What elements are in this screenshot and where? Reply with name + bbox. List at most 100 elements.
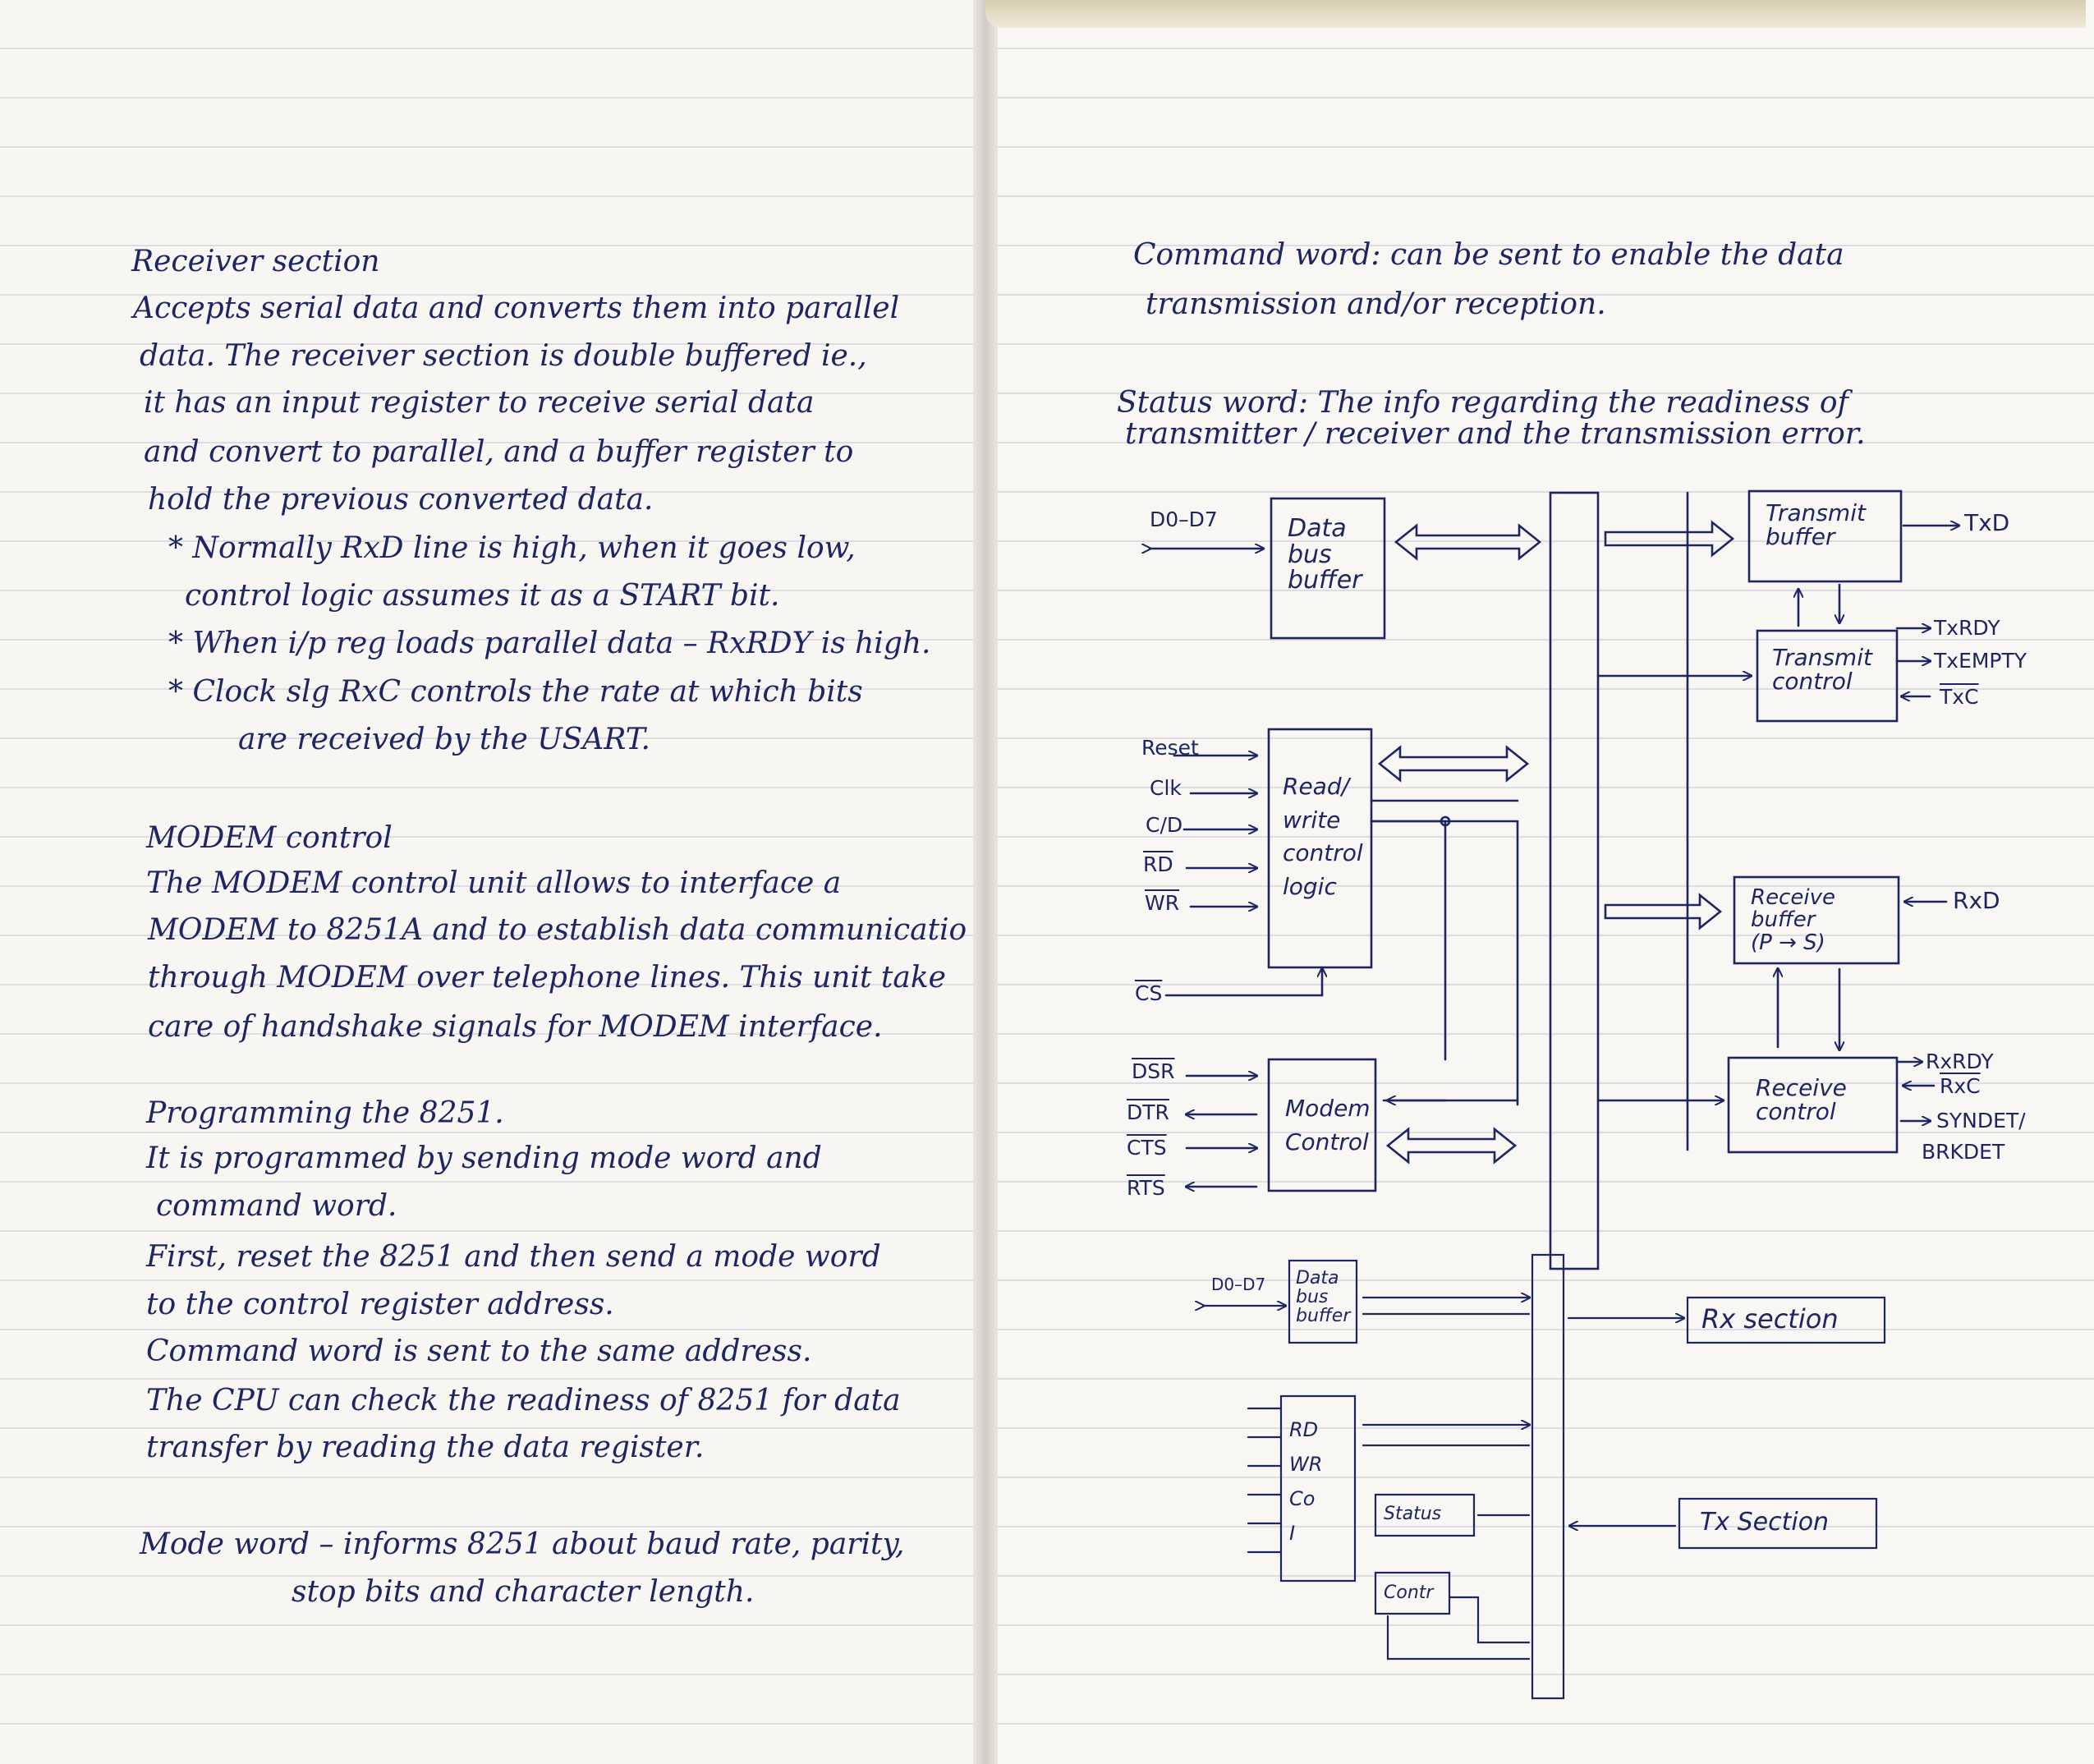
sketch-status-label: Status — [1384, 1504, 1442, 1524]
sketch-control-block — [1374, 1571, 1451, 1615]
sketch-tx-section-label: Tx Section — [1700, 1508, 1830, 1537]
data-bus-buffer-label-line-1: Data — [1288, 514, 1347, 543]
sketch-status-block — [1374, 1493, 1476, 1537]
sketch-data-bus-label: Data bus buffer — [1296, 1269, 1350, 1325]
pin-txempty: TxEMPTY — [1934, 649, 2027, 673]
pin-cts: CTS — [1127, 1136, 1167, 1160]
pin-txc: TxC — [1940, 685, 1979, 709]
right-notebook-page — [985, 0, 2094, 1764]
sketch-rx-section-label: Rx section — [1701, 1303, 1839, 1334]
pin-cd: C/D — [1146, 813, 1183, 837]
pin-rts: RTS — [1127, 1176, 1165, 1200]
sketch-data-bus-block — [1288, 1259, 1358, 1344]
sketch-rw-label: RD WR Co I — [1289, 1413, 1322, 1550]
modem-control-label-line-2: Control — [1285, 1128, 1369, 1155]
modem-line-3: through MODEM over telephone lines. This… — [148, 961, 946, 995]
command-word-line-2: transmission and/or reception. — [1146, 287, 1606, 321]
pin-brkdet: BRKDET — [1922, 1140, 2005, 1164]
receive-buffer-label-line-2: buffer — [1751, 907, 1816, 933]
read-write-label-line-2: write — [1283, 806, 1341, 834]
receive-control-label-line-2: control — [1756, 1098, 1836, 1126]
receive-control-block — [1727, 1056, 1899, 1154]
modem-control-heading: MODEM control — [146, 821, 393, 855]
receive-buffer-label-line-1: Receive — [1751, 885, 1835, 910]
receiver-bullet-1-cont: control logic assumes it as a START bit. — [185, 579, 780, 613]
programming-line-1: It is programmed by sending mode word an… — [146, 1142, 822, 1175]
programming-line-2: command word. — [156, 1189, 397, 1223]
programming-heading: Programming the 8251. — [146, 1096, 504, 1130]
programming-line-6: The CPU can check the readiness of 8251 … — [146, 1384, 901, 1417]
receive-control-label-line-1: Receive — [1756, 1074, 1847, 1101]
programming-line-7: transfer by reading the data register. — [146, 1431, 705, 1464]
sketch-rw-line-2: WR — [1289, 1453, 1323, 1476]
status-word-line-1: Status word: The info regarding the read… — [1117, 386, 1848, 420]
read-write-label-line-3: control — [1283, 839, 1363, 867]
transmit-buffer-label: Transmit buffer — [1766, 501, 1866, 549]
receiver-line-2: data. The receiver section is double buf… — [140, 339, 867, 373]
pin-rxd: RxD — [1953, 887, 2000, 914]
programming-line-4: to the control register address. — [146, 1288, 614, 1321]
pin-syndet: SYNDET/ — [1936, 1109, 2026, 1132]
transmit-control-block — [1756, 629, 1899, 723]
pin-dtr: DTR — [1127, 1100, 1169, 1124]
receiver-bullet-3-cont: are received by the USART. — [238, 723, 650, 756]
modem-control-label: Modem Control — [1285, 1092, 1371, 1159]
notebook-gutter — [973, 0, 998, 1764]
pin-txd: TxD — [1964, 509, 2010, 536]
receiver-line-4: and convert to parallel, and a buffer re… — [144, 435, 854, 469]
mode-word-line-1: Mode word – informs 8251 about baud rate… — [140, 1527, 905, 1561]
receive-buffer-block — [1733, 875, 1900, 965]
data-bus-buffer-label: Data bus buffer — [1288, 516, 1362, 594]
programming-line-5: Command word is sent to the same address… — [146, 1334, 812, 1368]
transmit-control-label-line-2: control — [1772, 668, 1853, 696]
receiver-line-3: it has an input register to receive seri… — [144, 386, 815, 420]
read-write-control-label: Read/ write control logic — [1283, 770, 1363, 903]
receiver-line-5: hold the previous converted data. — [148, 483, 654, 517]
command-word-line-1: Command word: can be sent to enable the … — [1133, 238, 1844, 272]
sketch-rw-line-4: I — [1289, 1522, 1296, 1545]
pin-reset: Reset — [1141, 736, 1199, 760]
sketch-rw-block — [1279, 1394, 1357, 1583]
transmit-buffer-block — [1747, 489, 1903, 583]
receive-buffer-label-line-3: (P → S) — [1751, 930, 1825, 955]
internal-bus — [1549, 491, 1600, 1270]
receive-control-label: Receive control — [1756, 1076, 1847, 1124]
status-word-line-2: transmitter / receiver and the transmiss… — [1125, 417, 1866, 451]
modem-control-label-line-1: Modem — [1285, 1095, 1371, 1122]
modem-line-4: care of handshake signals for MODEM inte… — [148, 1010, 883, 1044]
data-bus-buffer-label-line-2: bus — [1288, 540, 1332, 569]
pin-rxrdy: RxRDY — [1926, 1050, 1994, 1073]
pin-cs: CS — [1135, 981, 1163, 1005]
sketch-pin-d0-d7: D0–D7 — [1211, 1275, 1266, 1294]
pin-wr: WR — [1145, 891, 1180, 915]
receiver-bullet-1: * Normally RxD line is high, when it goe… — [168, 531, 856, 565]
pin-d0-d7: D0–D7 — [1150, 508, 1218, 531]
pin-dsr: DSR — [1132, 1059, 1175, 1083]
data-bus-buffer-block — [1270, 497, 1386, 640]
receiver-bullet-3: * Clock slg RxC controls the rate at whi… — [168, 675, 863, 709]
sketch-internal-bus — [1531, 1253, 1565, 1700]
sketch-rw-line-3: Co — [1289, 1487, 1316, 1510]
pin-rxc: RxC — [1940, 1074, 1981, 1098]
pin-clk: Clk — [1150, 776, 1182, 800]
sketch-data-bus-line-2: bus — [1296, 1287, 1329, 1308]
sketch-rw-line-1: RD — [1289, 1418, 1319, 1441]
transmit-control-label: Transmit control — [1772, 645, 1872, 694]
modem-control-block — [1267, 1058, 1377, 1192]
transmit-buffer-label-line-2: buffer — [1766, 523, 1835, 551]
receive-buffer-label: Receive buffer (P → S) — [1751, 885, 1835, 955]
modem-line-2: MODEM to 8251A and to establish data com… — [148, 913, 967, 947]
pin-rd: RD — [1143, 852, 1173, 876]
programming-line-3: First, reset the 8251 and then send a mo… — [146, 1240, 881, 1274]
tape-strip — [985, 0, 2086, 28]
read-write-label-line-1: Read/ — [1283, 773, 1350, 800]
sketch-tx-section — [1678, 1497, 1878, 1550]
transmit-buffer-label-line-1: Transmit — [1766, 499, 1866, 526]
sketch-control-label: Contr — [1384, 1583, 1434, 1603]
receiver-section-heading: Receiver section — [131, 245, 380, 278]
sketch-rx-section — [1686, 1296, 1886, 1344]
modem-line-1: The MODEM control unit allows to interfa… — [146, 866, 842, 900]
mode-word-line-2: stop bits and character length. — [292, 1575, 755, 1609]
sketch-data-bus-line-1: Data — [1296, 1268, 1339, 1289]
